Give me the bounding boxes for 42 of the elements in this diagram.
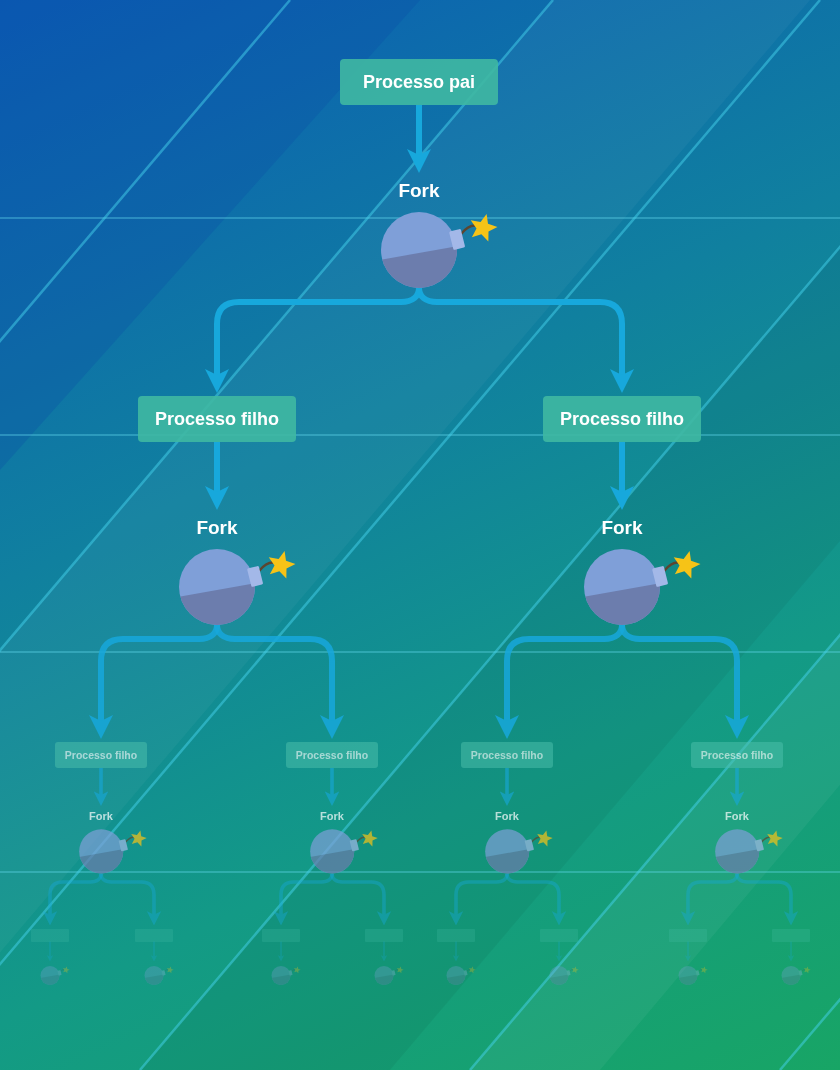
arrow	[610, 442, 634, 510]
process-box	[31, 928, 69, 942]
arrow	[729, 768, 745, 806]
arrow	[407, 105, 431, 173]
arrow	[684, 940, 692, 962]
arrow	[277, 940, 285, 962]
arrow	[42, 873, 103, 926]
fork-label: Fork	[89, 811, 113, 823]
arrow	[787, 940, 795, 962]
process-label: Processo filho	[138, 396, 296, 442]
fork-label: Fork	[601, 517, 643, 537]
fork-label: Fork	[320, 811, 344, 823]
fork-label: Fork	[725, 811, 749, 823]
process-label: Processo filho	[691, 742, 783, 768]
arrow	[735, 873, 799, 926]
process-label: Processo pai	[340, 59, 498, 105]
arrow	[555, 940, 563, 962]
arrow	[380, 940, 388, 962]
fork-label: Fork	[398, 180, 440, 200]
arrow	[205, 442, 229, 510]
arrow	[99, 873, 162, 926]
arrow	[214, 624, 344, 739]
process-box	[669, 928, 707, 942]
process-box	[262, 928, 300, 942]
arrow	[680, 873, 739, 926]
process-label: Processo filho	[543, 396, 701, 442]
process-label: Processo filho	[55, 742, 147, 768]
process-label: Processo filho	[461, 742, 553, 768]
arrow	[619, 624, 749, 739]
arrow	[330, 873, 392, 926]
arrow	[499, 768, 515, 806]
arrow	[324, 768, 340, 806]
fork-label: Fork	[495, 811, 519, 823]
arrow	[505, 873, 567, 926]
process-box	[540, 928, 578, 942]
arrow	[416, 287, 634, 393]
fork-label: Fork	[196, 517, 238, 537]
arrow	[93, 768, 109, 806]
process-label: Processo filho	[286, 742, 378, 768]
arrow	[448, 873, 509, 926]
arrow	[452, 940, 460, 962]
arrow	[273, 873, 334, 926]
